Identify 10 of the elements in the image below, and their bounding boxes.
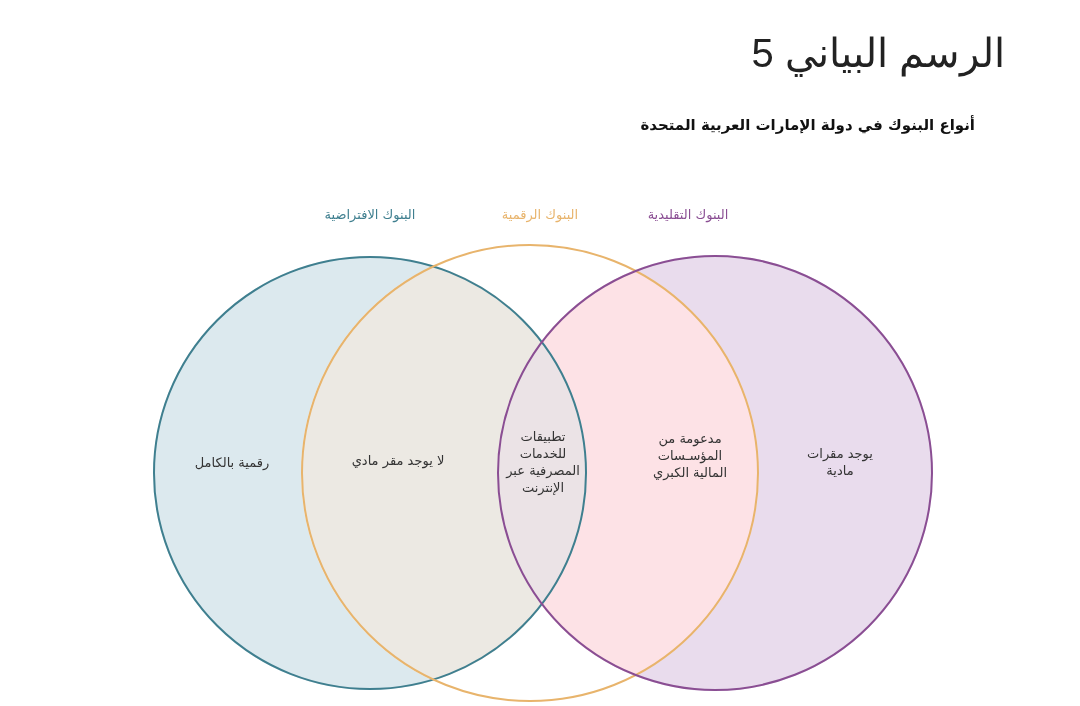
region-text: لا يوجد مقر مادي xyxy=(350,451,446,469)
region-text: تطبيقات للخدمات المصرفية عبر الإنترنت xyxy=(504,428,581,496)
subtitle: أنواع البنوك في دولة الإمارات العربية المتحدة xyxy=(640,116,975,134)
circle-heading: البنوك التقليدية xyxy=(647,206,729,222)
region-text: مدعومة من المؤسـسات المالية الكبري xyxy=(651,429,729,481)
circle-heading: البنوك الافتراضية xyxy=(324,206,416,222)
chart-title: الرسم البياني 5 xyxy=(751,30,1005,76)
region-text: يوجد مقرات مادية xyxy=(806,445,874,479)
circle-heading: البنوك الرقمية xyxy=(501,206,579,222)
region-text: رقمية بالكامل xyxy=(193,453,271,471)
